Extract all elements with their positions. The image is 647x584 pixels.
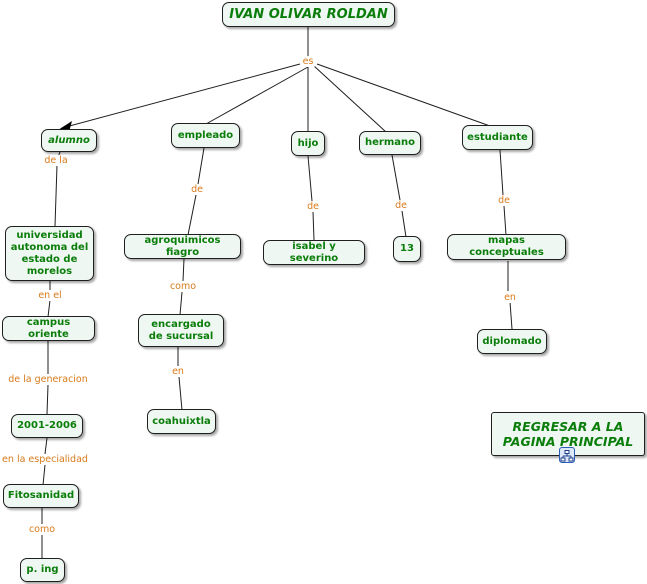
link-label-de-la-generacion: de la generacion — [7, 374, 89, 385]
link-label-como: como — [27, 524, 57, 535]
concept-agroquimicos[interactable]: agroquimicos fiagro — [124, 234, 241, 259]
concept-universidad[interactable]: universidad autonoma del estado de morel… — [5, 226, 94, 281]
link-label-de: de — [306, 201, 320, 212]
concept-p-ing[interactable]: p. ing — [20, 558, 65, 582]
concept-years[interactable]: 2001-2006 — [11, 414, 83, 438]
concept-hermano[interactable]: hermano — [359, 131, 421, 155]
link-label-de: de — [190, 184, 204, 195]
link-label-de-la: de la — [43, 155, 69, 166]
concept-campus[interactable]: campus oriente — [2, 316, 95, 341]
return-home-link[interactable]: REGRESAR A LA PAGINA PRINCIPAL — [491, 412, 645, 456]
concept-map-icon[interactable] — [559, 447, 575, 463]
link-label-en: en — [171, 366, 185, 377]
concept-coahuixtla[interactable]: coahuixtla — [147, 409, 216, 434]
link-label-como: como — [168, 281, 198, 292]
concept-estudiante[interactable]: estudiante — [462, 125, 533, 150]
concept-hijo[interactable]: hijo — [291, 131, 325, 156]
link-label-en: en — [503, 292, 517, 303]
concept-diplomado[interactable]: diplomado — [477, 329, 547, 354]
link-label-de: de — [497, 195, 511, 206]
concept-alumno[interactable]: alumno — [41, 129, 97, 152]
concept-13[interactable]: 13 — [393, 236, 421, 262]
concept-empleado[interactable]: empleado — [171, 123, 240, 148]
concept-mapas-conceptuales[interactable]: mapas conceptuales — [447, 234, 566, 260]
link-label-de: de — [394, 200, 408, 211]
concept-encargado[interactable]: encargado de sucursal — [138, 314, 224, 347]
concept-fitosanidad[interactable]: Fitosanidad — [3, 484, 79, 508]
root-concept[interactable]: IVAN OLIVAR ROLDAN — [222, 2, 395, 27]
concept-isabel-y-severino[interactable]: isabel y severino — [263, 240, 365, 265]
link-label-en-la-especialidad: en la especialidad — [1, 454, 89, 465]
link-label-en-el: en el — [37, 290, 63, 301]
link-label-es: es — [301, 56, 315, 67]
